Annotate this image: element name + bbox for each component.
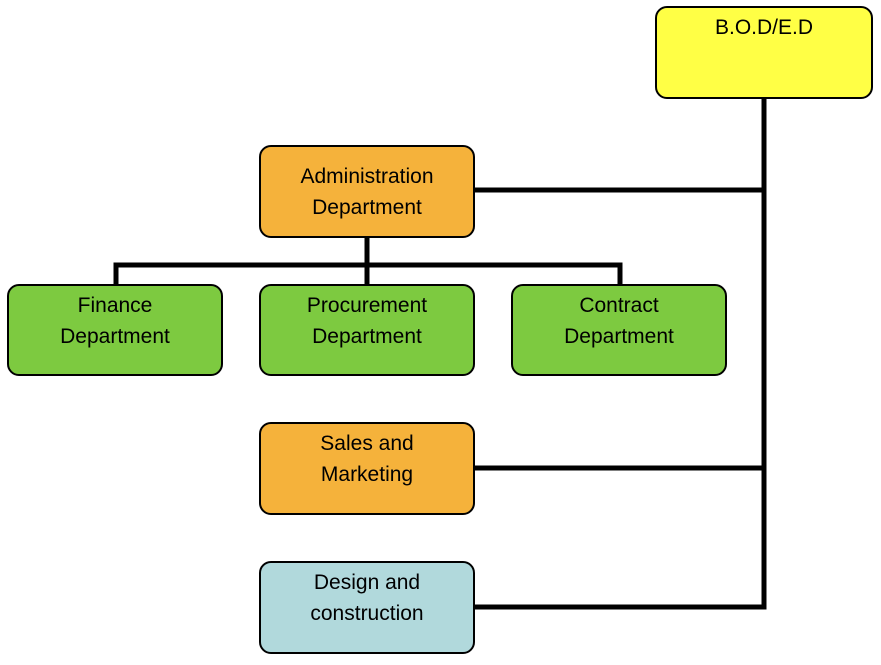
sales-and-marketing-label-line1: Sales and bbox=[320, 432, 414, 455]
finance-department-box: Finance Department bbox=[7, 284, 223, 376]
bod-ed-box: B.O.D/E.D bbox=[655, 6, 873, 99]
finance-department-label-line2: Department bbox=[60, 325, 170, 348]
design-and-construction-box: Design and construction bbox=[259, 561, 475, 654]
bod-ed-label: B.O.D/E.D bbox=[714, 16, 814, 39]
administration-department-label-line2: Department bbox=[312, 195, 422, 219]
design-and-construction-label-line1: Design and bbox=[313, 571, 421, 594]
finance-department-label-line1: Finance bbox=[77, 294, 153, 317]
contract-department-label-line1: Contract bbox=[579, 294, 659, 317]
procurement-department-box: Procurement Department bbox=[259, 284, 475, 376]
administration-department-label-line1: Administration bbox=[300, 164, 434, 188]
contract-department-box: Contract Department bbox=[511, 284, 727, 376]
contract-department-label-line2: Department bbox=[564, 325, 674, 348]
sales-and-marketing-box: Sales and Marketing bbox=[259, 422, 475, 515]
administration-department-box: Administration Department bbox=[259, 145, 475, 238]
procurement-department-label-line2: Department bbox=[312, 325, 422, 348]
design-and-construction-label-line2: construction bbox=[310, 602, 424, 625]
sales-and-marketing-label-line2: Marketing bbox=[320, 463, 414, 486]
procurement-department-label-line1: Procurement bbox=[306, 294, 428, 317]
